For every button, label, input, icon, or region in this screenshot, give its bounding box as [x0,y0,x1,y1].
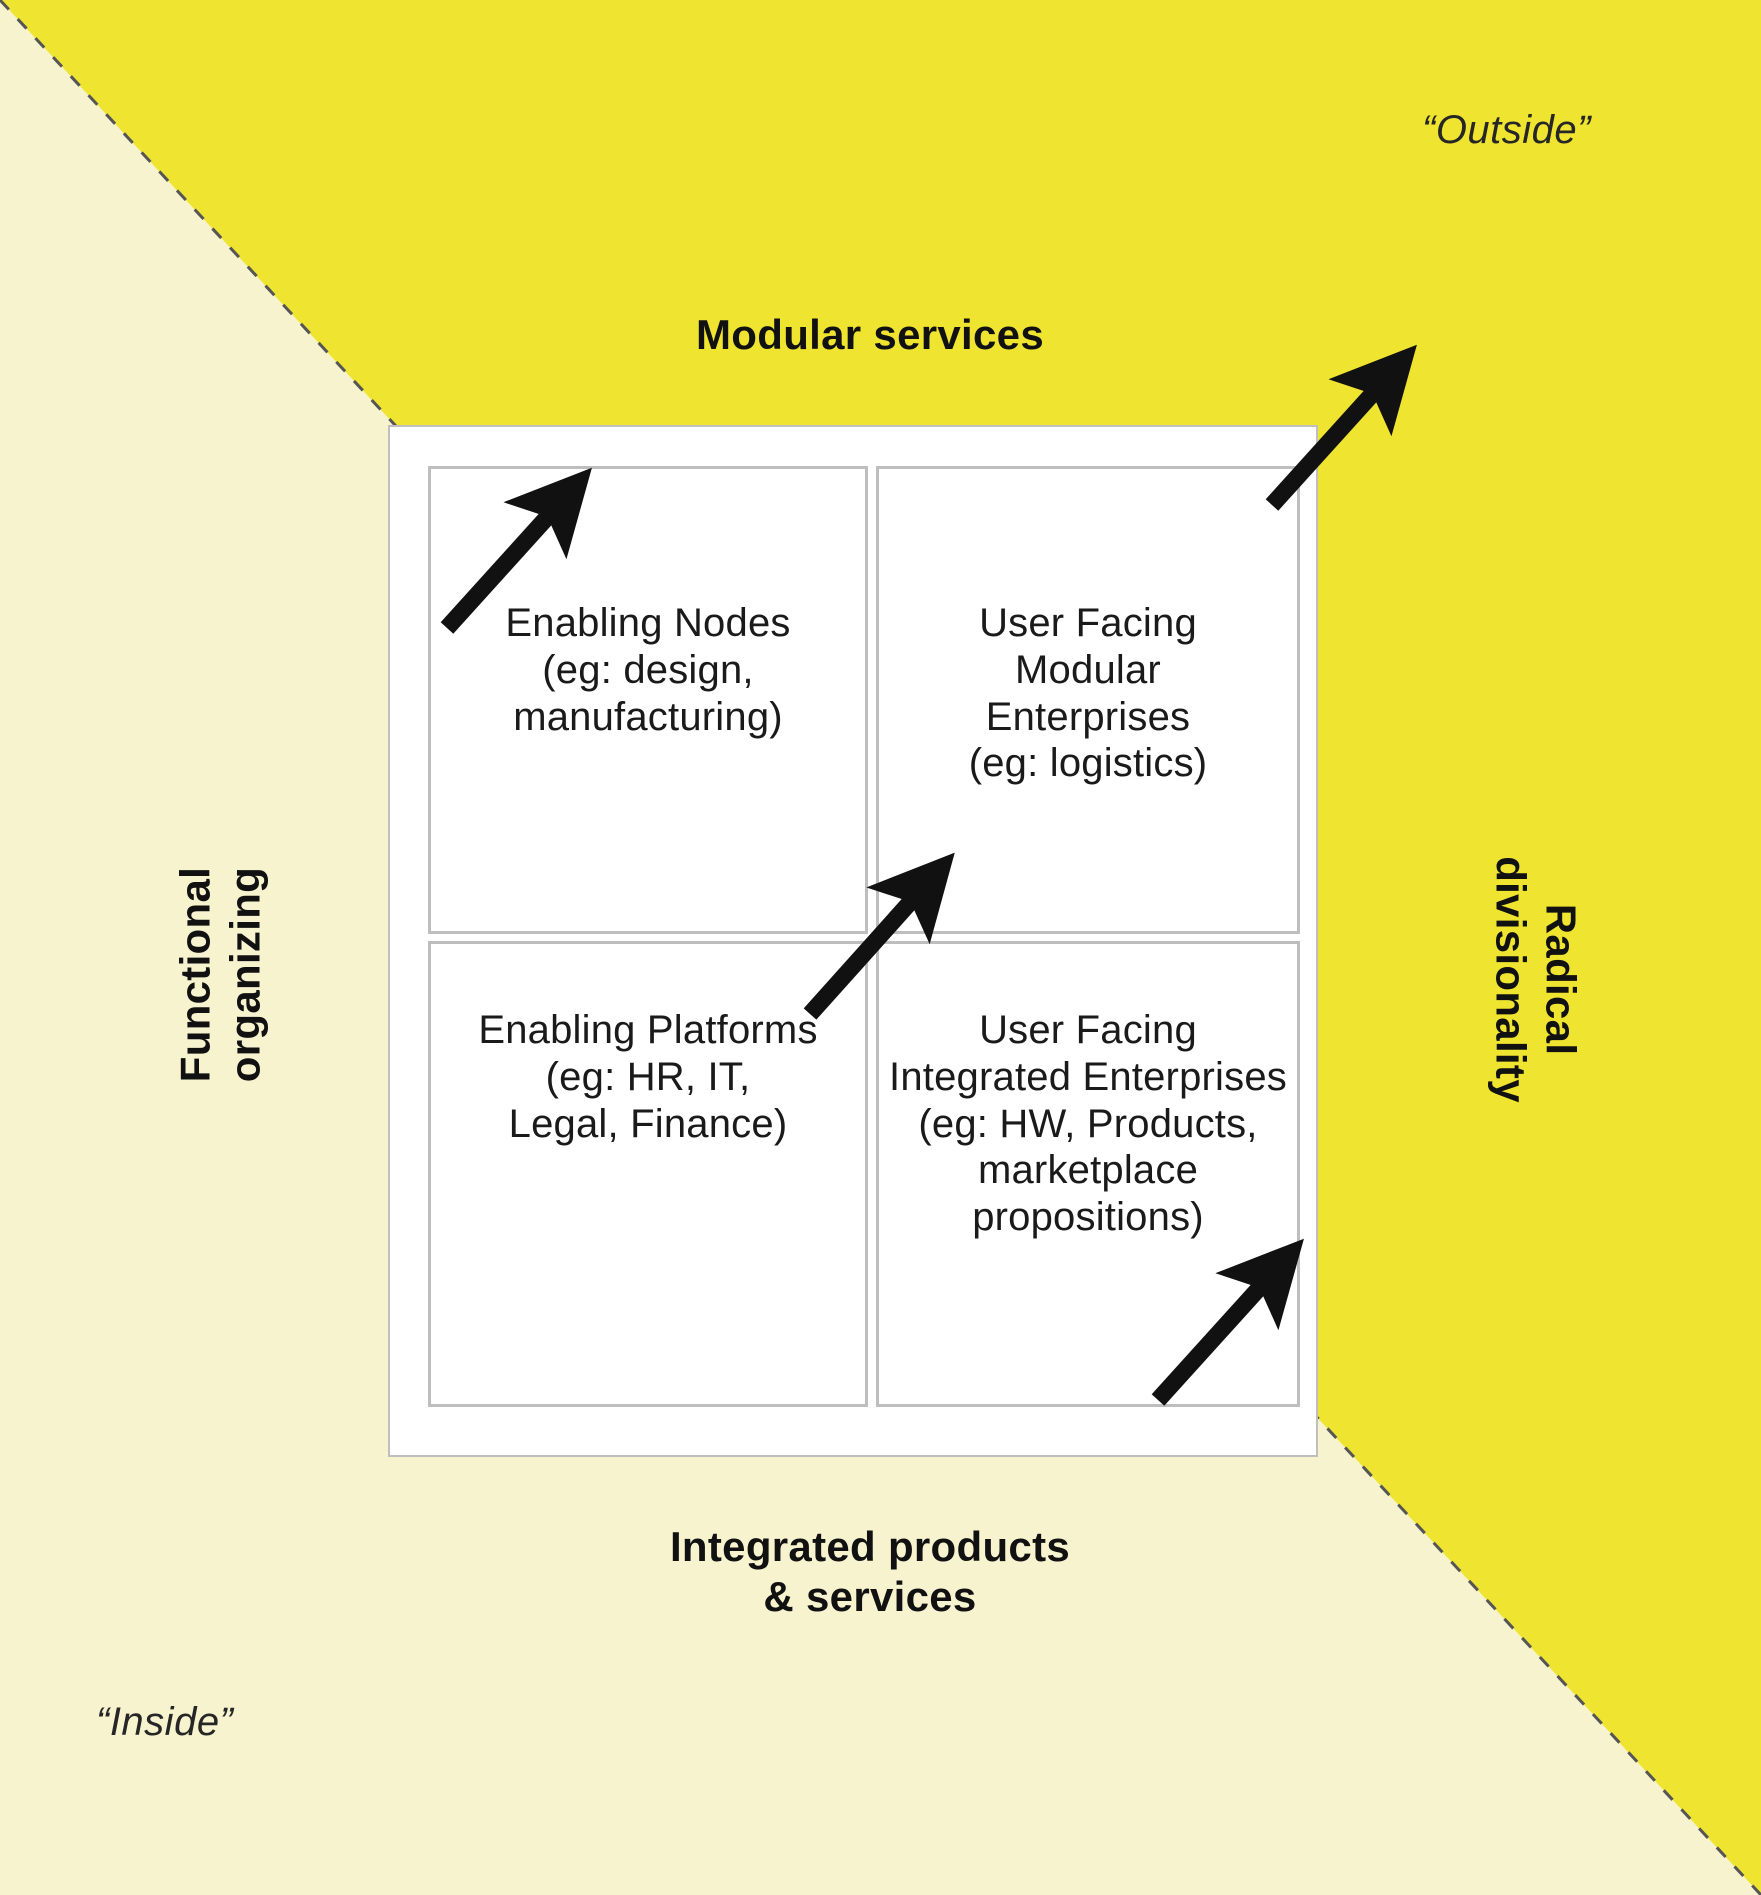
quadrant-box-bottom-left[interactable] [428,941,868,1407]
axis-label-right: Radical divisionality [1488,856,1585,1103]
quadrant-box-top-left[interactable] [428,466,868,934]
quadrant-box-bottom-right[interactable] [876,941,1300,1407]
corner-label-inside: “Inside” [96,1700,234,1744]
axis-label-top: Modular services [696,311,1044,358]
axis-label-left: Functional organizing [171,866,268,1083]
axis-label-bottom: Integrated products & services [669,1523,1071,1620]
corner-label-outside: “Outside” [1422,108,1591,152]
quadrant-box-top-right[interactable] [876,466,1300,934]
